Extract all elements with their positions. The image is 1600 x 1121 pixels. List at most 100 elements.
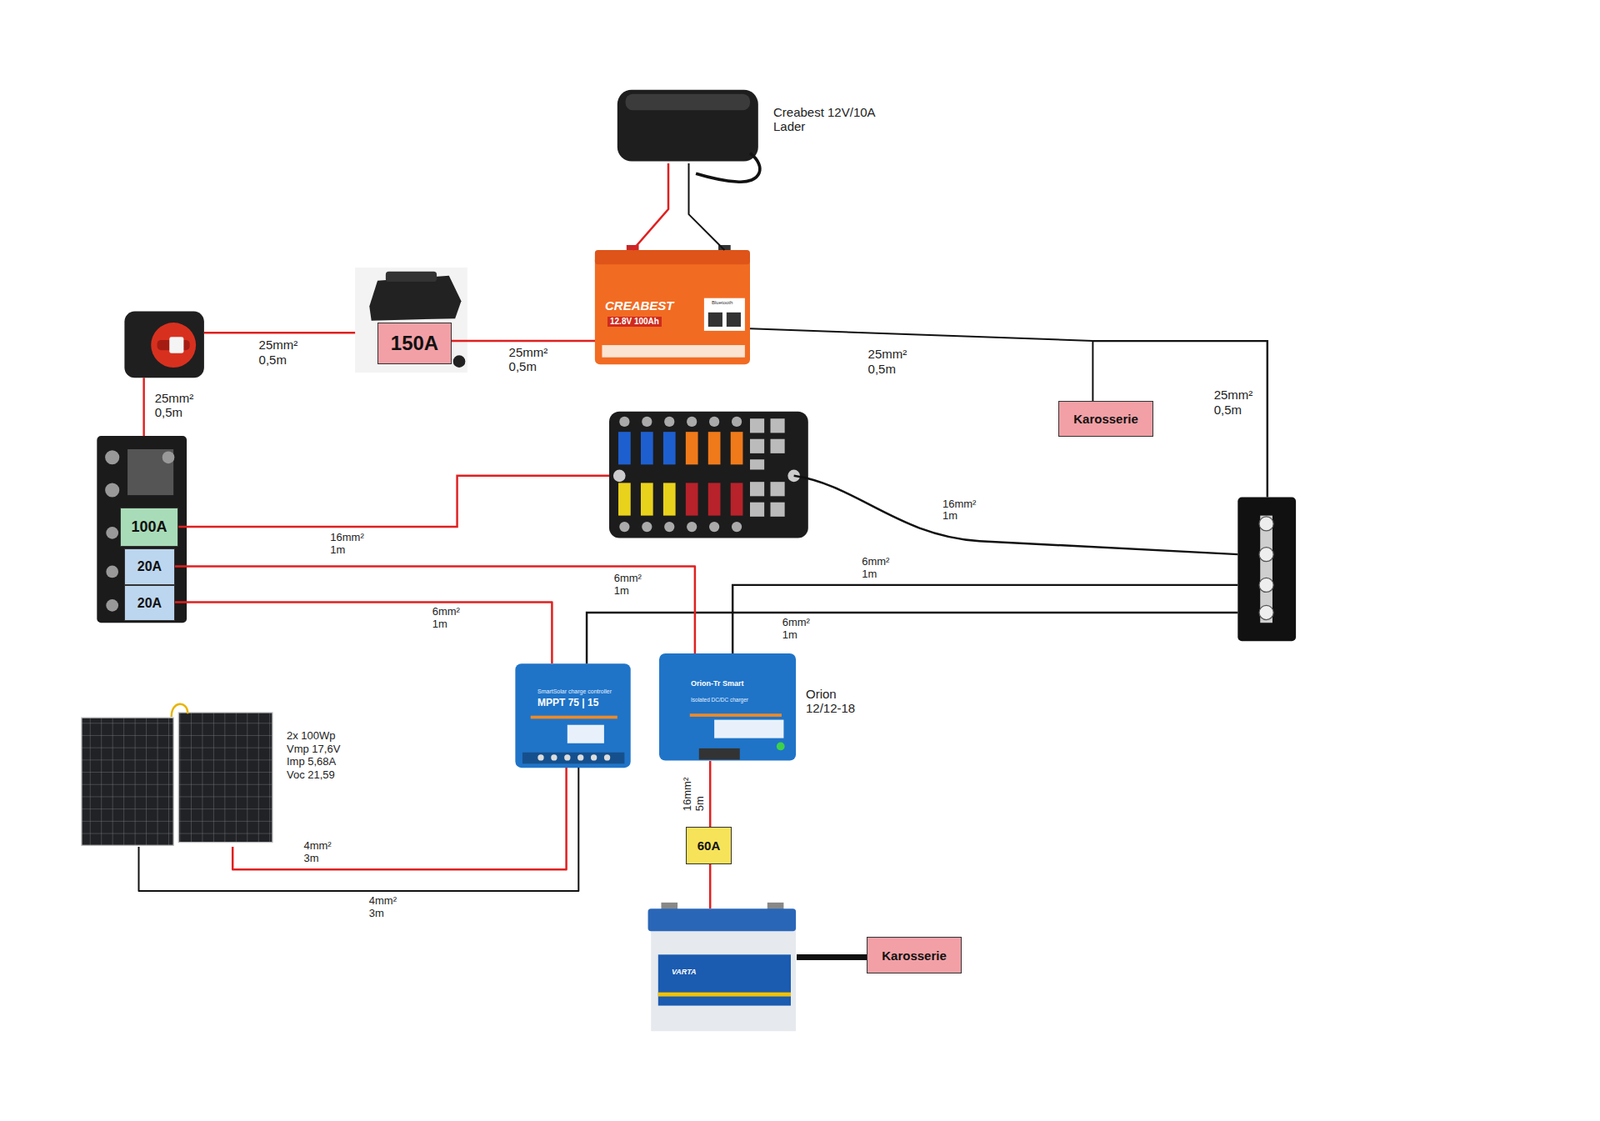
cable-spec: 6mm² 1m [612, 572, 644, 598]
cable-spec: 16mm² 5m [681, 775, 707, 812]
wire [178, 475, 610, 527]
cable-spec: 6mm² 1m [860, 555, 891, 581]
battery-illustration [595, 255, 750, 365]
mppt-controller [515, 663, 630, 768]
dc-dc-charger [690, 713, 782, 717]
charger-illustration [617, 90, 759, 162]
battery-illustration [704, 298, 745, 331]
device-text: Orion 12/12-18 [805, 686, 873, 716]
busbar [1259, 577, 1274, 592]
fuse-block [731, 521, 742, 532]
fuse-holder-illustration [355, 267, 468, 373]
starter-battery [648, 902, 797, 1031]
fuse-block [663, 482, 676, 515]
fuse-block [619, 416, 630, 427]
device-text: Bluetooth [711, 300, 733, 306]
fuse-block [709, 521, 720, 532]
box-label: 20A [137, 559, 162, 575]
fuse-block [619, 521, 630, 532]
charger-illustration [625, 94, 750, 111]
box-label: 60A [697, 838, 721, 853]
wire [794, 475, 1239, 555]
device-text: Isolated DC/DC charger [690, 696, 749, 703]
mppt-controller [530, 715, 618, 720]
battery-switch [169, 336, 184, 354]
cable-spec: 25mm² 0,5m [866, 346, 910, 376]
fuse-holder-illustration [453, 355, 466, 368]
wire [632, 163, 669, 250]
battery-illustration [726, 312, 741, 327]
wire [732, 585, 1238, 654]
cable-spec: 16mm² 1m [328, 531, 365, 557]
battery-illustration [595, 250, 750, 265]
lithium-battery: CREABEST 12.8V 100Ah Bluetooth [595, 250, 750, 365]
battery-charger: Creabest 12V/10A Lader [617, 86, 760, 164]
fuse-block [641, 416, 652, 427]
solar-panels [178, 712, 273, 843]
box-label: 150A [390, 331, 439, 355]
fuse-block [750, 459, 765, 470]
mppt-controller [567, 725, 605, 744]
cable-spec: 25mm² 0,5m [1212, 387, 1255, 417]
wire [689, 163, 725, 250]
fuse-rating-box: 60A [685, 826, 732, 865]
fuse-block [708, 431, 721, 465]
device-label: 2x 100Wp Vmp 17,6V Imp 5,68A Voc 21,59 [286, 729, 352, 781]
device-text: 12.8V 100Ah [607, 316, 662, 327]
cable-spec: 25mm² 0,5m [507, 345, 550, 375]
wire [139, 767, 580, 891]
box-label: 20A [137, 595, 162, 611]
fuse-holder-strip [105, 599, 119, 612]
fuse-block [613, 469, 626, 482]
fuse-block [750, 502, 765, 517]
battery-illustration [601, 345, 745, 358]
device-label: CREABEST [605, 298, 675, 313]
solar-panels [81, 704, 273, 846]
solar-panels [81, 717, 174, 845]
solar-panels: 2x 100Wp Vmp 17,6V Imp 5,68A Voc 21,59 [81, 709, 276, 847]
fuse-holder-strip [105, 482, 120, 497]
fuse-block [730, 431, 744, 465]
wire [586, 612, 1238, 664]
fuse-holder-strip [162, 450, 175, 464]
fuse-block [609, 411, 809, 539]
fuse-block [618, 431, 631, 465]
fuse-block [708, 482, 721, 515]
ground-box: Karosserie [866, 936, 962, 974]
cable-spec: 25mm² 0,5m [257, 337, 300, 367]
fuse-block [664, 416, 675, 427]
busbar [1259, 516, 1274, 531]
mppt-controller [577, 754, 584, 760]
dc-dc-charger [714, 720, 784, 739]
device-label: Creabest 12V/10A Lader [773, 105, 890, 135]
mppt-controller [590, 754, 597, 760]
fuse-holder-strip [96, 435, 187, 623]
fuse-holder-strip [105, 565, 119, 579]
starter-battery [650, 924, 796, 1032]
fuse-block [686, 416, 697, 427]
busbar [1259, 547, 1274, 562]
mppt-controller [537, 754, 544, 760]
busbar [1237, 497, 1296, 642]
busbar [1237, 497, 1296, 642]
device-text: MPPT 75 | 15 [537, 697, 599, 710]
battery-switch [150, 322, 196, 368]
fuse-block [618, 482, 631, 515]
fuse-block [640, 482, 654, 515]
starter-battery [648, 908, 797, 931]
fuse-holder-illustration [355, 267, 468, 373]
fuse-rating-box: 20A [124, 548, 175, 585]
starter-battery [658, 954, 791, 1005]
fuse-block [770, 481, 785, 496]
fuse-block [686, 521, 697, 532]
mppt-controller: SmartSolar charge controllerMPPT 75 | 15 [515, 663, 630, 768]
fuse-rating-box: 20A [124, 585, 175, 621]
cable-spec: 4mm² 3m [367, 895, 399, 920]
wire [142, 377, 145, 436]
dc-dc-charger: Orion-Tr SmartIsolated DC/DC chargerOrio… [659, 653, 796, 761]
wire [750, 328, 1093, 401]
fuse-block [770, 439, 785, 454]
mppt-controller [522, 752, 625, 764]
mppt-controller [515, 663, 630, 768]
